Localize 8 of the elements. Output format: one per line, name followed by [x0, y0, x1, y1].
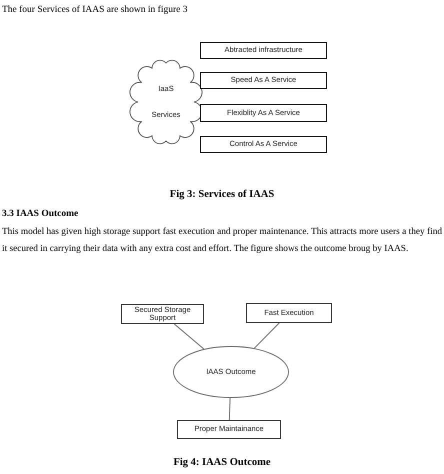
connector-line — [228, 398, 231, 420]
intro-text: The four Services of IAAS are shown in figure 3 — [2, 4, 188, 17]
connector-line — [254, 322, 280, 349]
figure-caption: Fig 4: IAAS Outcome — [172, 456, 272, 470]
section-heading: 3.3 IAAS Outcome — [2, 208, 80, 221]
paragraph-text: This model has given high storage support fast execution and proper maintenance. This attracts more users a they find it secured in carrying their data with any extra cost and effort. The figure shows the outcome broug by IAAS. — [2, 226, 442, 256]
connector-line — [174, 324, 204, 350]
figure-caption: Fig 3: Services of IAAS — [168, 188, 276, 202]
